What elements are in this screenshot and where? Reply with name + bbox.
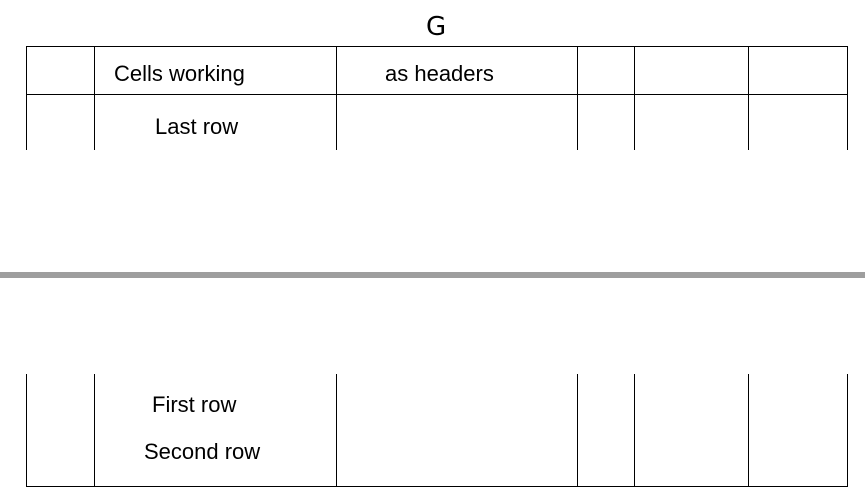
- table-top-col-line: [634, 46, 635, 150]
- table-cell-second-row: Second row: [144, 439, 261, 464]
- page-break-divider: [0, 272, 865, 278]
- heading-g: G: [426, 12, 447, 42]
- table-bottom-col-line: [94, 374, 95, 486]
- table-top-border-top: [26, 46, 848, 47]
- table-cell-first-row: First row: [152, 392, 237, 417]
- table-bottom-col-line: [577, 374, 578, 486]
- table-bottom-border-bottom: [26, 486, 848, 487]
- table-top-col-line: [26, 46, 27, 150]
- header-cell-as-headers: as headers: [385, 61, 494, 86]
- table-bottom-col-line: [336, 374, 337, 486]
- table-top-col-line: [847, 46, 848, 150]
- table-bottom-col-line: [748, 374, 749, 486]
- table-cell-last-row: Last row: [155, 114, 239, 139]
- table-top-row-divider: [26, 94, 848, 95]
- table-bottom-col-line: [634, 374, 635, 486]
- table-top-col-line: [748, 46, 749, 150]
- table-top-col-line: [336, 46, 337, 150]
- table-bottom-col-line: [847, 374, 848, 486]
- table-top-col-line: [94, 46, 95, 150]
- table-bottom-col-line: [26, 374, 27, 486]
- header-cell-cells-working: Cells working: [114, 61, 245, 86]
- table-top-col-line: [577, 46, 578, 150]
